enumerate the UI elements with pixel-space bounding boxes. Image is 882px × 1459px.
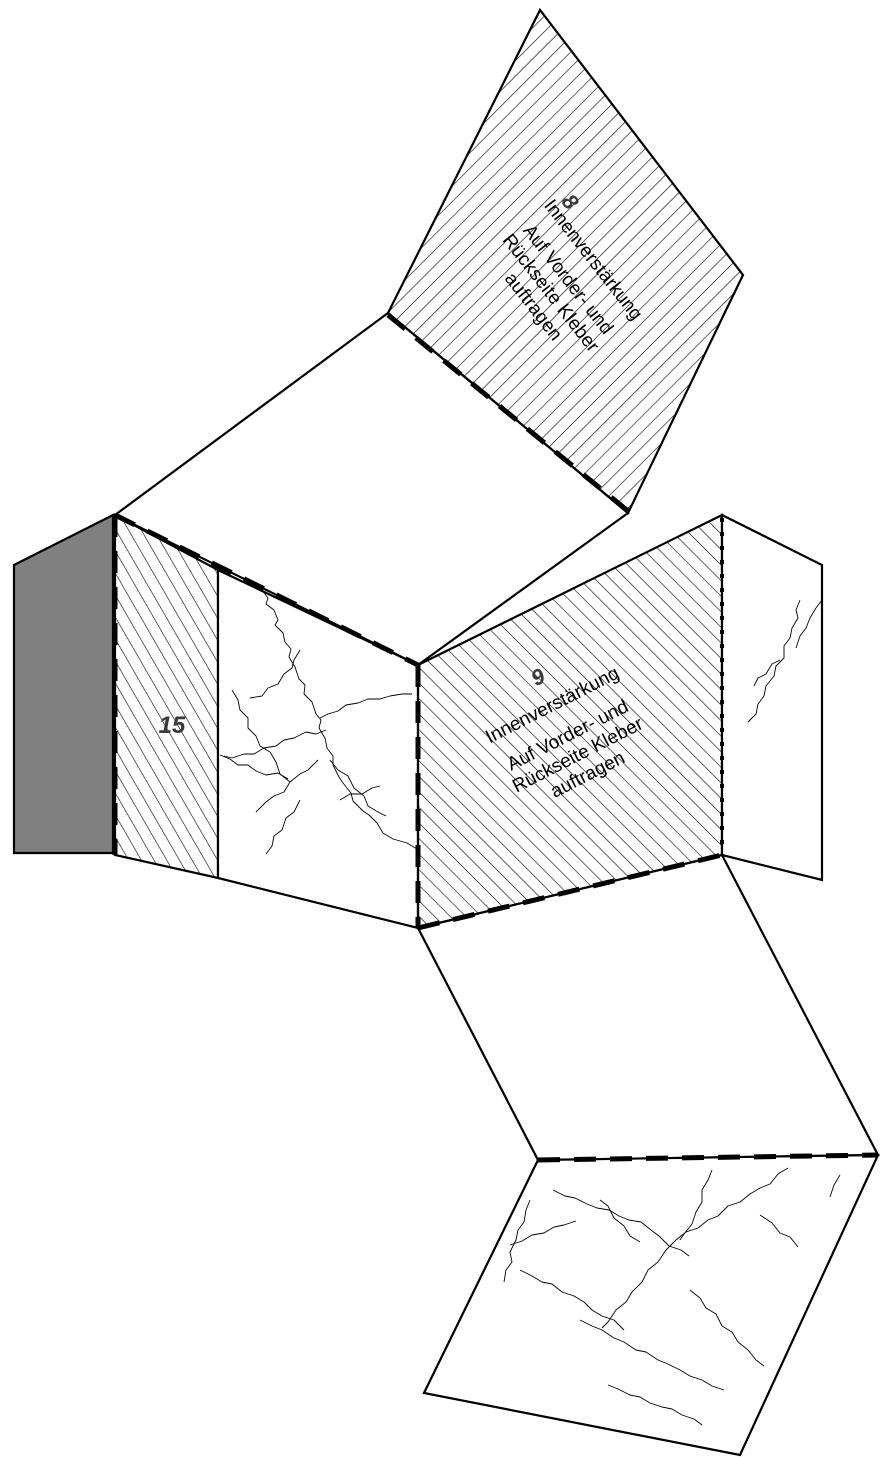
piece-8-fold-line bbox=[386, 313, 630, 513]
gray-glue-tab bbox=[12, 513, 115, 855]
fold-lines bbox=[112, 512, 879, 1163]
cracked-wall-right bbox=[720, 513, 824, 882]
piece-8-panel bbox=[386, 7, 745, 515]
cracks-bottom-panel bbox=[503, 1167, 841, 1426]
piece-15-number: 15 bbox=[159, 712, 186, 739]
cracks-left-wall bbox=[219, 589, 418, 855]
cracks-right-wall bbox=[747, 599, 823, 723]
cracked-floor-bottom bbox=[422, 1153, 880, 1457]
piece-15-panel bbox=[113, 513, 220, 880]
